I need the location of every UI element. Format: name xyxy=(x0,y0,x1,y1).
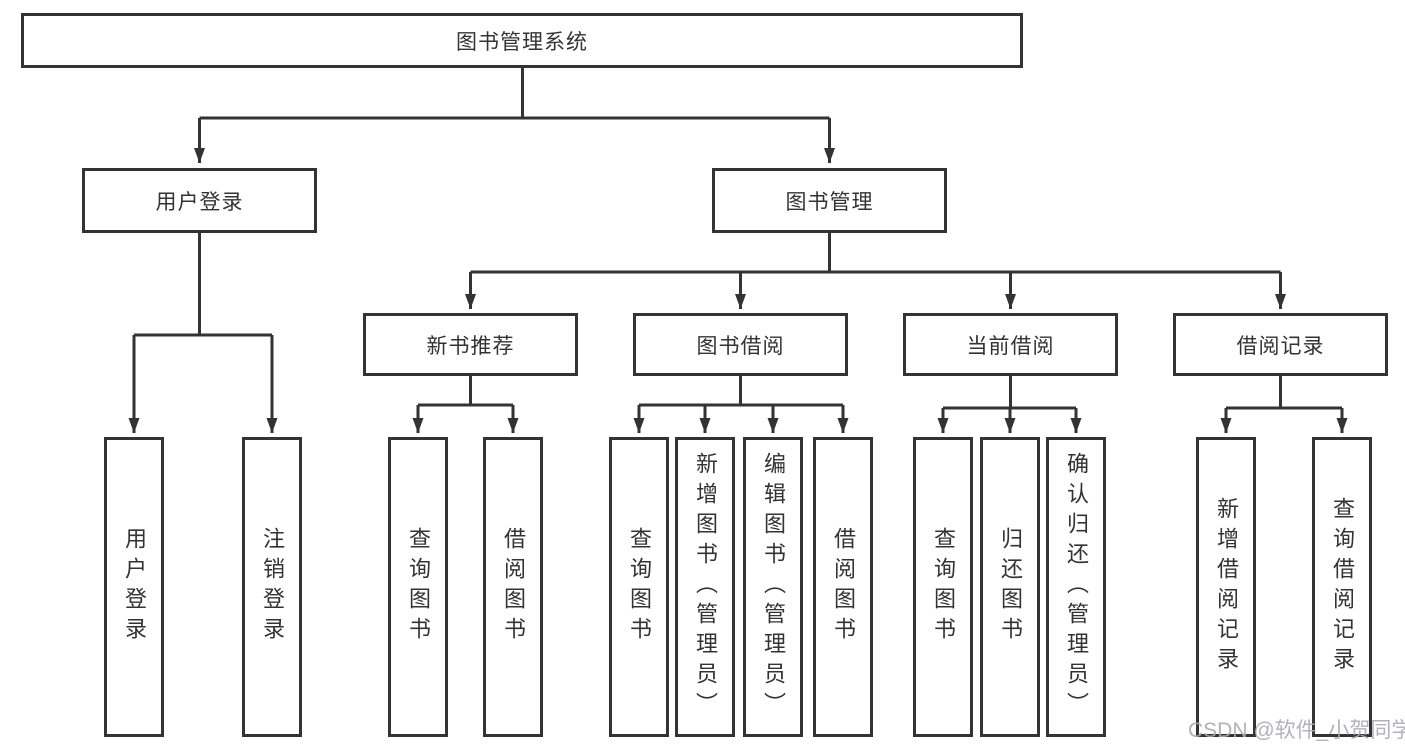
node-borrowing-records: 借阅记录 xyxy=(1173,313,1388,376)
node-user-login-label: 用户登录 xyxy=(155,190,244,214)
leaf-label: 查询图书 xyxy=(406,527,431,647)
leaf-label: 新增借阅记录 xyxy=(1214,497,1239,677)
node-root-system: 图书管理系统 xyxy=(21,13,1023,68)
leaf-confirm-return-admin: 确认归还（管理员） xyxy=(1046,437,1106,737)
leaf-label: 新增图书（管理员） xyxy=(693,452,718,722)
leaf-add-books-admin: 新增图书（管理员） xyxy=(675,437,735,737)
leaf-label: 确认归还（管理员） xyxy=(1064,452,1089,722)
leaf-logout: 注销登录 xyxy=(242,437,302,737)
leaf-label: 用户登录 xyxy=(122,527,147,647)
leaf-query-books-2: 查询图书 xyxy=(609,437,669,737)
node-user-login: 用户登录 xyxy=(82,168,317,233)
node-root-label: 图书管理系统 xyxy=(456,30,588,54)
node-book-management: 图书管理 xyxy=(712,168,947,233)
leaf-label: 注销登录 xyxy=(260,527,285,647)
leaf-query-books-3: 查询图书 xyxy=(913,437,973,737)
leaf-label: 查询借阅记录 xyxy=(1330,497,1355,677)
node-current-borrowing-label: 当前借阅 xyxy=(966,334,1055,358)
leaf-query-borrow-record: 查询借阅记录 xyxy=(1312,437,1372,737)
node-book-borrowing: 图书借阅 xyxy=(633,313,848,376)
leaf-label: 查询图书 xyxy=(931,527,956,647)
leaf-edit-books-admin: 编辑图书（管理员） xyxy=(743,437,803,737)
leaf-borrow-books-2: 借阅图书 xyxy=(813,437,873,737)
leaf-label: 编辑图书（管理员） xyxy=(761,452,786,722)
node-book-management-label: 图书管理 xyxy=(785,190,874,214)
node-book-borrowing-label: 图书借阅 xyxy=(696,334,785,358)
leaf-label: 查询图书 xyxy=(627,527,652,647)
node-current-borrowing: 当前借阅 xyxy=(903,313,1118,376)
leaf-return-books: 归还图书 xyxy=(980,437,1040,737)
leaf-label: 借阅图书 xyxy=(501,527,526,647)
node-borrowing-records-label: 借阅记录 xyxy=(1236,334,1325,358)
leaf-query-books-1: 查询图书 xyxy=(388,437,448,737)
leaf-add-borrow-record: 新增借阅记录 xyxy=(1196,437,1256,737)
node-new-book-recommend-label: 新书推荐 xyxy=(426,334,515,358)
leaf-label: 归还图书 xyxy=(998,527,1023,647)
node-new-book-recommend: 新书推荐 xyxy=(363,313,578,376)
leaf-borrow-books-1: 借阅图书 xyxy=(483,437,543,737)
leaf-user-login: 用户登录 xyxy=(104,437,164,737)
leaf-label: 借阅图书 xyxy=(831,527,856,647)
